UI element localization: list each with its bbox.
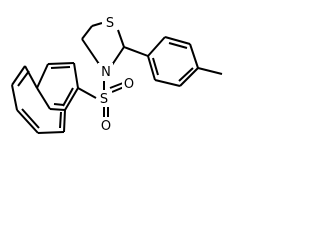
bond-naph-r-inner-3: [62, 87, 74, 107]
bond-methyl: [197, 67, 223, 75]
atom-nitrogen: N: [98, 63, 113, 80]
bond-naph-r1: [73, 62, 79, 89]
bond-c4-c5: [81, 25, 93, 40]
bond-tolyl-inner-3: [152, 57, 159, 76]
bond-sulfonyl-naphthyl: [77, 87, 97, 99]
bond-tolyl-inner-1: [168, 42, 188, 49]
bond-naph-l5: [37, 131, 65, 134]
bond-tolyl-e: [154, 79, 181, 87]
atom-label-sulfur-sulfonyl: S: [100, 92, 108, 107]
atom-label-oxygen-lower: O: [101, 119, 111, 134]
atom-label-sulfur-ring: S: [106, 16, 114, 31]
bond-naph-l-inner-1: [17, 70, 30, 87]
bond-naph-fused: [36, 87, 51, 110]
bond-naph-r2: [47, 62, 75, 65]
bond-naph-l-inner-3: [59, 111, 62, 129]
molecule-structure: S N S O O: [11, 14, 223, 134]
bond-naph-l-inner-2: [21, 108, 40, 129]
bond-naph-l1: [24, 65, 38, 89]
bond-naph-r3: [36, 63, 49, 89]
bond-naph-l3: [11, 84, 18, 111]
atom-labels: S N S O O: [97, 14, 137, 134]
bond-naph-l4: [16, 109, 39, 134]
atom-oxygen-lower: O: [99, 117, 114, 134]
bond-tolyl-b: [164, 36, 191, 45]
atom-sulfur-sulfonyl: S: [97, 90, 112, 107]
bond-tolyl-inner-2: [178, 67, 194, 82]
bond-so-upper-1: [109, 82, 124, 89]
bond-c2-n3: [111, 46, 125, 66]
atom-label-oxygen-upper: O: [124, 77, 134, 92]
bond-naph-l6: [63, 109, 66, 133]
atom-label-nitrogen: N: [101, 65, 111, 80]
bond-lines: [11, 22, 223, 134]
bond-c5-s1: [91, 22, 103, 27]
bond-c2-aryl: [123, 46, 149, 57]
bond-naph-r-inner-2: [53, 103, 65, 106]
bond-tolyl-c: [189, 43, 199, 69]
bond-tolyl-f: [147, 55, 156, 81]
atom-sulfur-ring: S: [102, 14, 117, 31]
atom-oxygen-upper: O: [122, 75, 137, 92]
bond-s1-c2: [117, 29, 125, 48]
bond-n3-c4: [81, 38, 100, 65]
bond-naph-r6: [64, 87, 79, 111]
bond-naph-r5: [49, 108, 66, 111]
bond-tolyl-d: [179, 67, 199, 87]
bond-naph-r-inner-1: [50, 66, 71, 69]
bond-tolyl-a: [147, 36, 166, 57]
bond-naph-l2: [11, 65, 26, 86]
